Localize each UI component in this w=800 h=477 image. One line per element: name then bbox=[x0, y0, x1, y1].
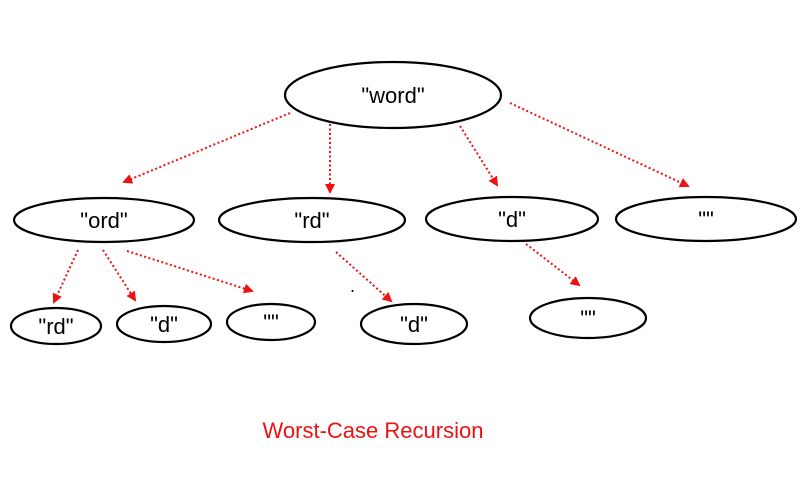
node-label-rd1: "rd" bbox=[294, 208, 329, 233]
tree-node-empty3: "" bbox=[528, 296, 648, 340]
node-ellipse-rd1 bbox=[217, 196, 407, 244]
tree-node-ord: "ord" bbox=[12, 196, 196, 244]
tree-node-word: "word" bbox=[283, 60, 503, 130]
node-label-empty1: "" bbox=[698, 207, 714, 232]
tree-node-d3: "d" bbox=[359, 302, 469, 346]
edge-ord-to-empty2 bbox=[126, 250, 254, 294]
node-ellipse-d1 bbox=[424, 195, 600, 243]
edge-word-to-empty1 bbox=[509, 102, 690, 188]
tree-node-rd2: "rd" bbox=[9, 306, 103, 346]
node-ellipse-ord bbox=[12, 196, 196, 244]
node-ellipse-empty3 bbox=[528, 296, 648, 340]
edge-word-to-ord bbox=[122, 112, 291, 184]
tree-node-d1: "d" bbox=[424, 195, 600, 243]
node-ellipse-d3 bbox=[359, 302, 469, 346]
node-label-rd2: "rd" bbox=[38, 314, 73, 339]
edges-layer bbox=[52, 102, 690, 304]
node-ellipse-d2 bbox=[115, 304, 213, 344]
edge-ord-to-rd2 bbox=[52, 249, 79, 304]
tree-node-d2: "d" bbox=[115, 304, 213, 344]
tree-node-empty2: "" bbox=[225, 302, 317, 342]
node-label-d1: "d" bbox=[498, 207, 526, 232]
node-label-empty2: "" bbox=[263, 310, 279, 335]
edge-rd1-to-d3 bbox=[335, 251, 393, 303]
node-ellipse-empty1 bbox=[614, 195, 798, 243]
node-ellipse-word bbox=[283, 60, 503, 130]
stray-dot-mark: . bbox=[350, 276, 356, 296]
node-label-word: "word" bbox=[361, 83, 424, 108]
edge-d1-to-empty3 bbox=[525, 243, 581, 287]
node-label-empty3: "" bbox=[580, 306, 596, 331]
node-label-d2: "d" bbox=[150, 312, 178, 337]
edge-ord-to-d2 bbox=[102, 249, 137, 302]
node-ellipse-rd2 bbox=[9, 306, 103, 346]
edge-word-to-d1 bbox=[459, 125, 499, 187]
node-label-d3: "d" bbox=[400, 312, 428, 337]
node-ellipse-empty2 bbox=[225, 302, 317, 342]
nodes-layer: "word" "ord" "rd" "d" "" "rd" "d" "" "d" "" bbox=[9, 60, 798, 346]
tree-node-empty1: "" bbox=[614, 195, 798, 243]
tree-node-rd1: "rd" bbox=[217, 196, 407, 244]
diagram-caption: Worst-Case Recursion bbox=[262, 418, 484, 443]
node-label-ord: "ord" bbox=[80, 208, 127, 233]
